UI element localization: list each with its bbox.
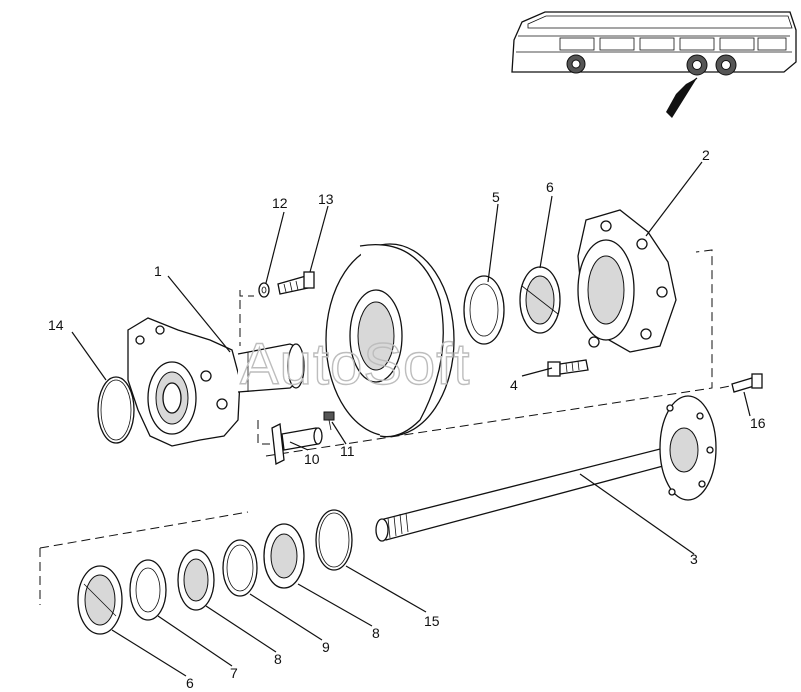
callout-4: 4 <box>510 377 518 393</box>
callout-8-left: 8 <box>274 651 282 667</box>
axle-housing-part-1 <box>127 317 305 447</box>
seal-part-5 <box>463 275 505 345</box>
bus-locator-illustration <box>511 11 797 118</box>
callout-6-lower: 6 <box>186 675 194 691</box>
callout-16: 16 <box>750 415 766 431</box>
callout-2: 2 <box>702 147 710 163</box>
callout-5: 5 <box>492 189 500 205</box>
callout-3: 3 <box>690 551 698 567</box>
callout-12: 12 <box>272 195 288 211</box>
callout-6-upper: 6 <box>546 179 554 195</box>
axle-shaft-part-3 <box>375 395 717 542</box>
plate-part-10 <box>271 423 323 465</box>
bolt-part-13 <box>277 271 315 295</box>
callout-11: 11 <box>340 443 355 459</box>
assembly-dashed-lines <box>39 249 741 605</box>
callout-15: 15 <box>424 613 440 629</box>
callout-8-right: 8 <box>372 625 380 641</box>
nut-part-8-left <box>177 549 215 611</box>
callout-1: 1 <box>154 263 162 279</box>
bolt-part-16 <box>731 373 763 393</box>
screw-part-11 <box>323 411 335 431</box>
leader-lines <box>71 161 751 677</box>
callout-9: 9 <box>322 639 330 655</box>
washer-part-12 <box>258 282 270 298</box>
bearing-part-6-upper <box>519 266 561 334</box>
wheel-hub-part-2 <box>577 209 677 353</box>
callout-13: 13 <box>318 191 334 207</box>
callout-labels: 2 3 4 5 6 1 12 13 14 10 11 16 15 8 9 8 7… <box>48 147 766 691</box>
o-ring-part-15 <box>315 509 353 571</box>
bolt-part-4 <box>547 359 589 377</box>
nut-part-8-right <box>263 523 305 589</box>
callout-14: 14 <box>48 317 64 333</box>
watermark-text: AutoSoft <box>240 332 470 397</box>
callout-7: 7 <box>230 665 238 681</box>
locator-arrow-icon <box>666 78 697 118</box>
bearing-part-6-lower <box>77 565 123 635</box>
lock-washer-part-9 <box>222 539 258 597</box>
o-ring-part-14 <box>97 376 135 444</box>
brake-disc <box>325 243 455 438</box>
callout-10: 10 <box>304 451 320 467</box>
seal-part-7 <box>129 559 167 621</box>
